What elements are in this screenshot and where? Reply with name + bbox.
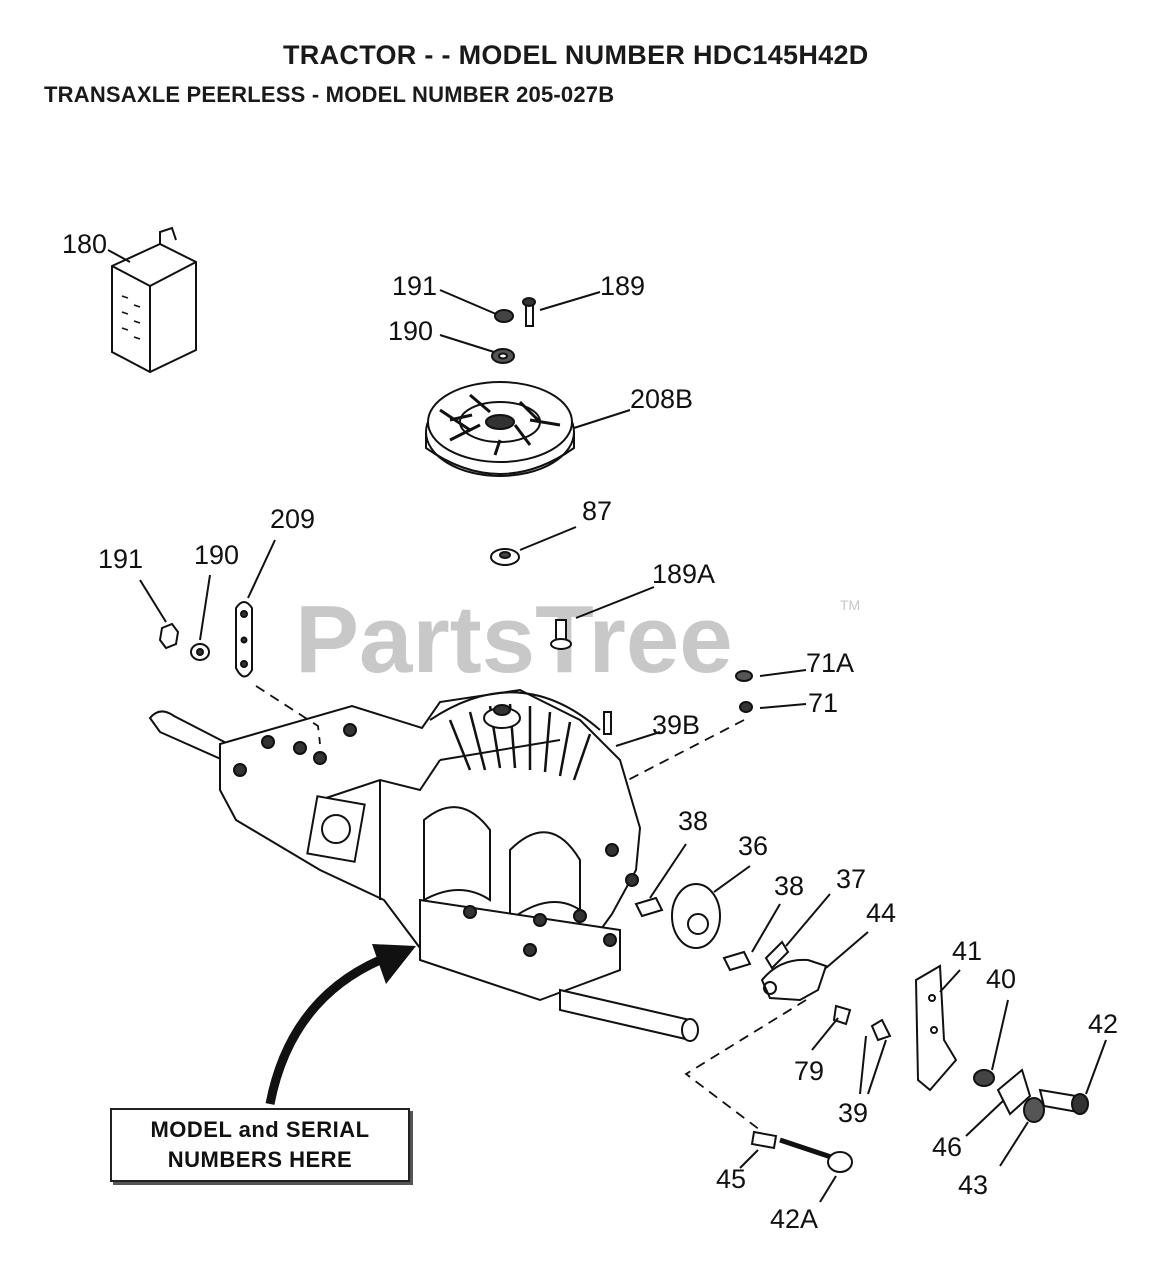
callout-71: 71 — [808, 688, 838, 718]
callout-41: 41 — [952, 936, 982, 966]
callout-190-top: 190 — [388, 316, 433, 346]
diagram-subtitle: TRANSAXLE PEERLESS - MODEL NUMBER 205-02… — [44, 82, 615, 107]
callout-46: 46 — [932, 1132, 962, 1162]
leader-lines — [107, 249, 1107, 1203]
model-serial-plate-note: MODEL and SERIAL NUMBERS HERE — [110, 1108, 410, 1182]
plate-note-line2: NUMBERS HERE — [167, 1147, 353, 1172]
callout-87: 87 — [582, 496, 612, 526]
part-top-hardware — [490, 297, 753, 735]
assembly-lines — [255, 685, 807, 1131]
part-fan-pulley — [425, 381, 575, 477]
plate-note-line1: MODEL and SERIAL — [150, 1117, 370, 1142]
plate-arrow — [265, 944, 416, 1105]
callout-42a: 42A — [770, 1204, 818, 1234]
callout-71a: 71A — [806, 648, 854, 678]
callout-40: 40 — [986, 964, 1016, 994]
callout-36: 36 — [738, 831, 768, 861]
watermark-text: PartsTree — [295, 586, 733, 693]
diagram-title: TRACTOR - - MODEL NUMBER HDC145H42D — [283, 40, 869, 70]
callout-79: 79 — [794, 1056, 824, 1086]
callout-191-top: 191 — [392, 271, 437, 301]
callout-209: 209 — [270, 504, 315, 534]
callout-45: 45 — [716, 1164, 746, 1194]
callout-44: 44 — [866, 898, 896, 928]
part-brake-assembly — [634, 883, 1089, 1173]
callout-42: 42 — [1088, 1009, 1118, 1039]
callout-39: 39 — [838, 1098, 868, 1128]
callout-43: 43 — [958, 1170, 988, 1200]
part-oil-bottle — [111, 226, 197, 374]
callout-189: 189 — [600, 271, 645, 301]
callout-208b: 208B — [630, 384, 693, 414]
part-transaxle-housing — [148, 688, 699, 1042]
callout-180: 180 — [62, 229, 107, 259]
callout-38-upper: 38 — [678, 806, 708, 836]
callout-190-left: 190 — [194, 540, 239, 570]
callout-189a: 189A — [652, 559, 715, 589]
callout-191-left: 191 — [98, 544, 143, 574]
watermark-trademark: TM — [840, 597, 860, 613]
callout-39b: 39B — [652, 710, 700, 740]
callout-37: 37 — [836, 864, 866, 894]
callout-38-lower: 38 — [774, 871, 804, 901]
part-control-arm — [158, 601, 253, 678]
